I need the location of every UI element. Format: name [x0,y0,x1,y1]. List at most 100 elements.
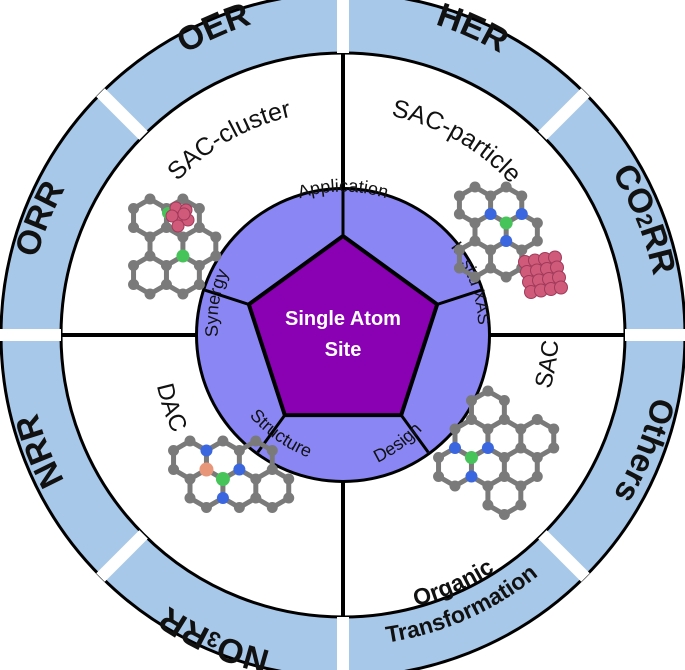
atom [449,423,461,435]
atom [184,492,196,504]
atom [177,288,189,300]
atom [531,452,543,463]
atom [498,395,510,406]
center-title-line1: Single Atom [285,308,401,330]
molecule-atoms [128,193,222,300]
atom [193,222,205,233]
atom [184,473,196,485]
atom [469,235,481,247]
atom [177,231,189,243]
sac-particle-molecule [453,181,568,299]
atom [233,445,245,456]
atom [160,279,172,290]
atom [160,260,172,271]
atom [283,492,295,504]
atom [144,193,156,205]
atom [266,445,278,456]
atom [500,235,513,247]
atom [250,473,262,485]
atom [500,271,512,283]
atom [283,473,295,485]
atom [233,463,246,476]
atom [465,395,477,406]
atom [469,181,481,193]
atom [433,452,445,463]
metal-cluster [518,250,568,299]
atom [193,279,205,290]
atom [548,423,560,435]
atom [465,414,477,425]
atom [453,262,465,274]
atom [144,250,156,262]
atom [193,260,205,271]
atom [200,502,212,513]
atom [531,217,543,229]
atom [453,244,465,256]
center-pentagon [246,233,440,418]
atom [482,480,494,492]
atom [515,499,527,511]
atom [498,414,510,425]
cluster-atom [554,280,568,295]
atom [144,231,156,243]
atom [199,462,214,477]
atom [515,423,527,435]
dac-molecule [168,435,295,513]
atom [168,445,180,456]
atom [144,288,156,300]
atom [168,464,180,475]
atom [482,499,494,511]
cluster-atom [171,219,185,233]
atom [515,208,528,220]
molecule-atoms [168,435,295,513]
atom [482,423,494,435]
atom [128,279,140,290]
atom [531,471,543,482]
atom [465,470,478,483]
atom [184,435,196,447]
atom [499,216,513,230]
atom [250,435,262,447]
cluster-atom [177,207,191,221]
atom [498,509,510,520]
atom [233,502,245,513]
atom [160,222,172,233]
molecule-atoms [453,181,543,283]
atom [515,480,527,492]
atom [433,471,445,482]
atom [176,249,190,263]
atom [516,244,528,256]
atom [449,442,461,454]
atom [453,190,465,202]
atom [516,190,528,202]
center-title-line2: Site [325,339,362,361]
atom [128,203,140,214]
atom [128,222,140,233]
atom [485,262,497,274]
atom [531,235,543,247]
atom [498,452,510,463]
atom [200,444,213,457]
atom [485,244,497,256]
atom [464,451,478,464]
atom [216,492,229,504]
atom [469,271,481,283]
atom [266,464,278,475]
metal-cluster [165,201,195,233]
atom [548,442,560,454]
atom [217,435,229,447]
atom [177,193,189,205]
atom [250,492,262,504]
atom [266,502,278,513]
atom [469,217,481,229]
atom [498,471,510,482]
atom [193,203,205,214]
atom [531,414,543,425]
sac-cluster-molecule [128,193,222,300]
molecule-atoms [433,385,560,520]
atom [210,250,222,262]
atom [481,442,494,454]
sac-molecule [433,385,560,520]
